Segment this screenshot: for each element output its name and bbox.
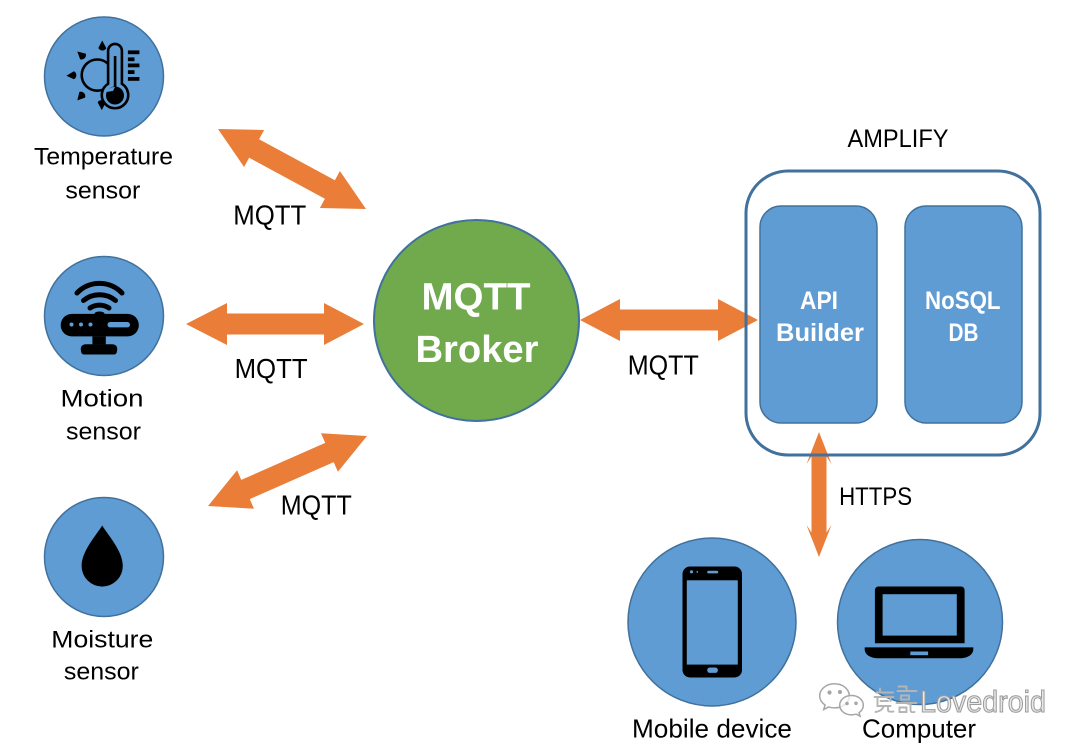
svg-text:MQTT: MQTT [235, 353, 308, 384]
svg-text:MQTT: MQTT [281, 490, 352, 521]
svg-text:sensor: sensor [64, 659, 139, 686]
svg-text:API: API [800, 287, 838, 315]
svg-text:AMPLIFY: AMPLIFY [848, 125, 949, 153]
svg-text:NoSQL: NoSQL [925, 287, 1001, 315]
svg-text:DB: DB [949, 319, 979, 347]
svg-text:Temperature: Temperature [34, 144, 173, 171]
svg-text:Motion: Motion [61, 385, 144, 412]
svg-text:HTTPS: HTTPS [839, 483, 912, 511]
svg-text:Broker: Broker [416, 329, 539, 371]
svg-text:Moisture: Moisture [51, 627, 153, 654]
svg-text:sensor: sensor [65, 178, 140, 205]
svg-text:Builder: Builder [776, 319, 864, 347]
svg-text:sensor: sensor [66, 418, 141, 445]
svg-text:Mobile device: Mobile device [632, 713, 792, 743]
svg-text:MQTT: MQTT [422, 277, 531, 319]
svg-text:MQTT: MQTT [233, 199, 306, 230]
svg-text:Computer: Computer [862, 713, 976, 743]
svg-text:Lovedroid: Lovedroid [920, 684, 1046, 719]
svg-text:MQTT: MQTT [628, 350, 699, 381]
